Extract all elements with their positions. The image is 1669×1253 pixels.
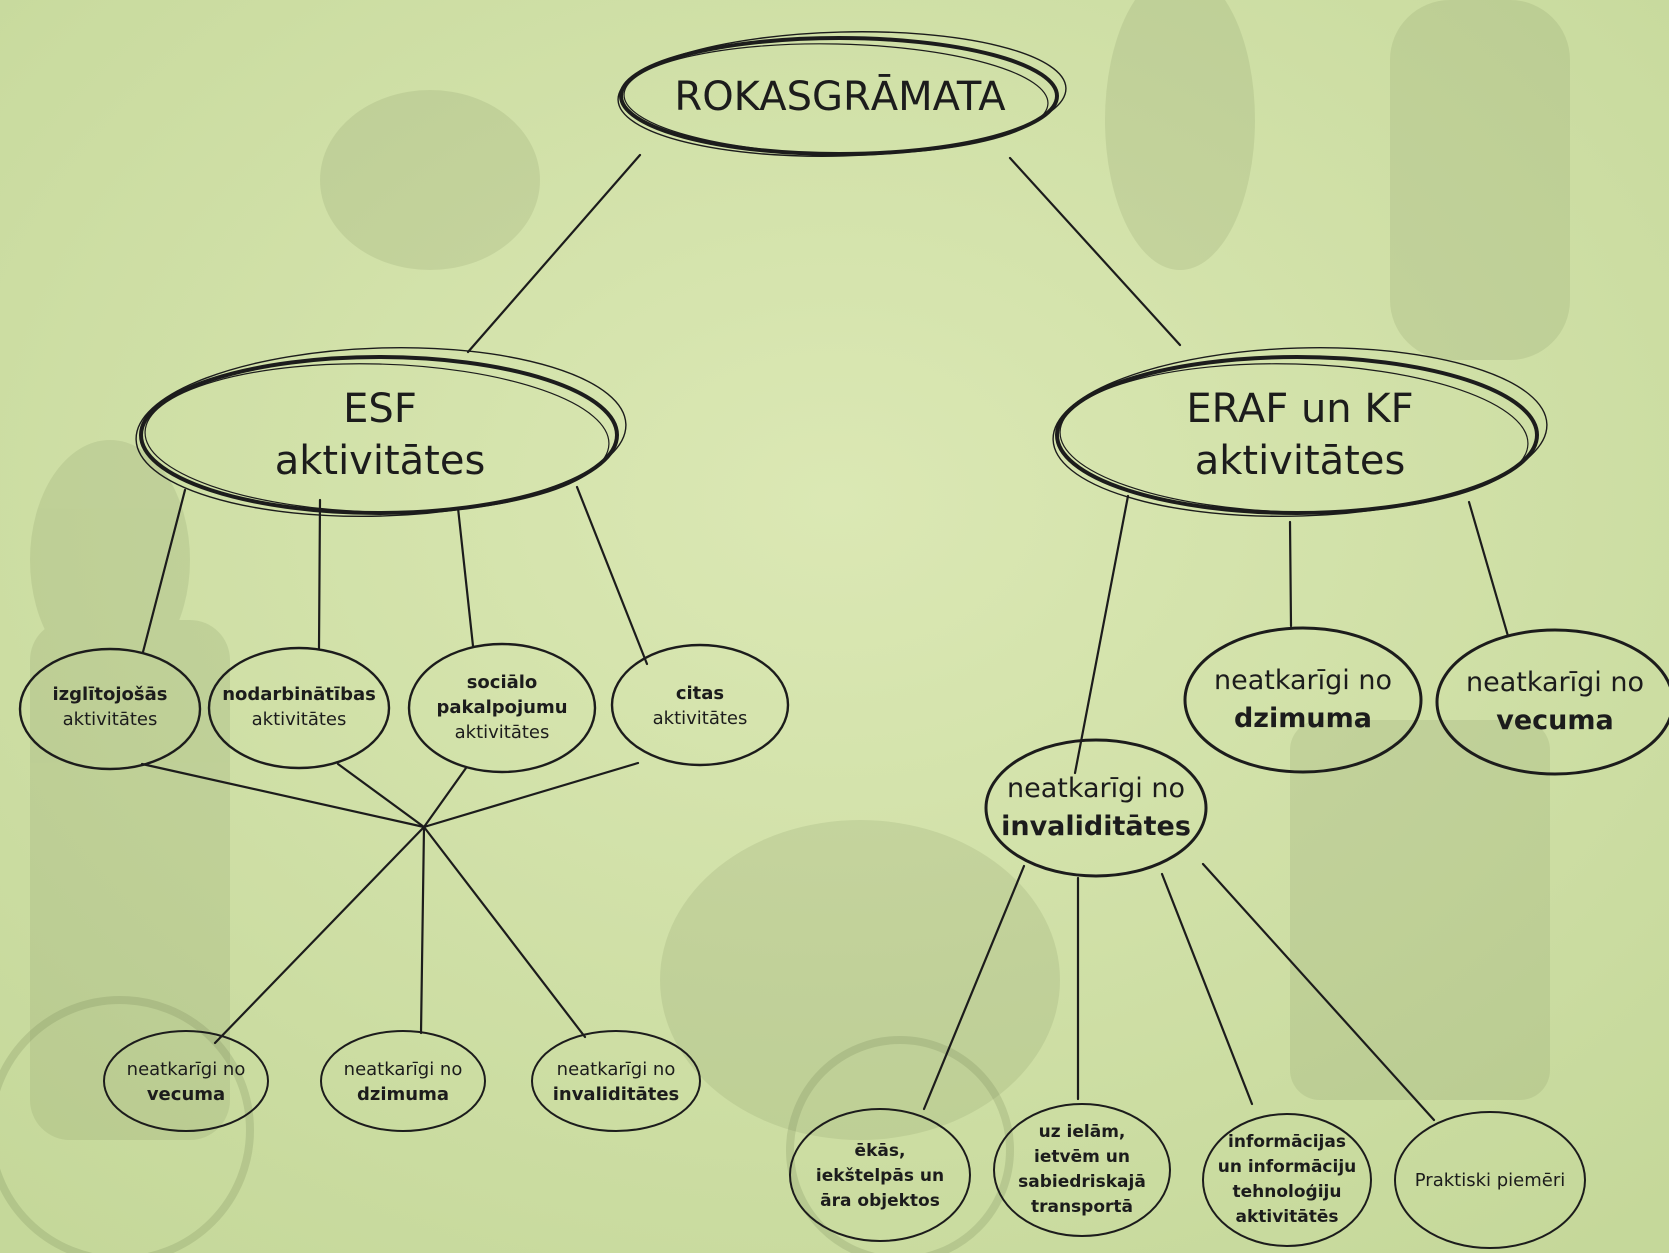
independent-normal: neatkarīgi no	[1465, 667, 1645, 698]
area-line: un informāciju	[1217, 1157, 1357, 1177]
eraf-independent-outline	[1183, 626, 1423, 774]
activity-bold: citas	[675, 683, 725, 704]
independent-bold: invaliditātes	[1001, 811, 1191, 842]
eraf-outline	[1052, 346, 1548, 518]
eraf-area-streets: uz ielām, ietvēm un sabiedriskajā transp…	[1002, 1118, 1162, 1222]
eraf-independent-gender: neatkarīgi no dzimuma	[1190, 660, 1416, 740]
independent-normal: neatkarīgi no	[1213, 665, 1393, 696]
esf-independent-age: neatkarīgi no vecuma	[114, 1054, 258, 1110]
root-node: ROKASGRĀMATA	[640, 66, 1040, 128]
eraf-area-ict: informācijas un informāciju tehnoloģiju …	[1205, 1128, 1369, 1232]
activity-bold: pakalpojumu	[436, 696, 568, 718]
eraf-area-outline	[1394, 1111, 1586, 1249]
eraf-area-outline	[789, 1108, 971, 1242]
area-line: Praktiski piemēri	[1414, 1169, 1566, 1191]
eraf-area-buildings: ēkās, iekštelpās un āra objektos	[800, 1134, 960, 1218]
area-line: āra objektos	[820, 1190, 940, 1211]
area-line: ēkās,	[854, 1140, 906, 1161]
esf-line2: aktivitātes	[274, 438, 486, 484]
esf-activity-outline	[610, 643, 790, 767]
eraf-area-outline	[1202, 1113, 1372, 1247]
esf-independent-outline	[320, 1030, 486, 1132]
esf-activity-outline	[18, 647, 202, 771]
esf-independent-disability: neatkarīgi no invaliditātes	[540, 1054, 692, 1110]
eraf-independent-outline	[1435, 628, 1669, 776]
eraf-node: ERAF un KF aktivitātes	[1110, 380, 1490, 490]
independent-normal: neatkarīgi no	[1006, 773, 1186, 804]
area-line: informācijas	[1228, 1132, 1346, 1152]
area-line: tehnoloģiju	[1232, 1182, 1342, 1202]
area-line: iekštelpās un	[815, 1165, 945, 1186]
area-line: sabiedriskajā	[1018, 1172, 1146, 1192]
independent-bold: dzimuma	[1233, 703, 1372, 734]
eraf-area-outline	[993, 1103, 1171, 1237]
esf-outline	[135, 346, 627, 518]
independent-normal: neatkarīgi no	[556, 1059, 676, 1080]
esf-activity-other: citas aktivitātes	[620, 676, 780, 736]
independent-bold: dzimuma	[356, 1084, 449, 1105]
eraf-independent-age: neatkarīgi no vecuma	[1442, 662, 1668, 742]
eraf-line2: aktivitātes	[1194, 438, 1406, 484]
activity-bold: izglītojošās	[52, 684, 168, 705]
eraf-line1: ERAF un KF	[1186, 386, 1414, 432]
activity-normal: aktivitātes	[454, 721, 550, 743]
root-label: ROKASGRĀMATA	[674, 74, 1006, 120]
independent-bold: vecuma	[146, 1084, 226, 1105]
independent-bold: vecuma	[1496, 705, 1614, 736]
area-line: uz ielām,	[1038, 1122, 1126, 1142]
activity-bold: nodarbinātības	[222, 684, 376, 705]
activity-normal: aktivitātes	[251, 709, 347, 730]
background-photo-shapes	[30, 0, 1570, 1140]
connector-lines	[140, 153, 1510, 1122]
independent-normal: neatkarīgi no	[343, 1059, 463, 1080]
activity-normal: aktivitātes	[652, 708, 748, 729]
esf-activity-education: izglītojošās aktivitātes	[30, 674, 190, 740]
background-wheel	[0, 996, 1014, 1253]
activity-bold: sociālo	[466, 671, 538, 693]
eraf-independent-outline	[984, 738, 1208, 878]
area-line: aktivitātēs	[1235, 1207, 1339, 1227]
independent-normal: neatkarīgi no	[126, 1059, 246, 1080]
esf-independent-gender: neatkarīgi no dzimuma	[331, 1054, 475, 1110]
eraf-independent-disability: neatkarīgi no invaliditātes	[986, 768, 1206, 848]
root-outline	[617, 31, 1067, 157]
esf-node: ESF aktivitātes	[200, 380, 560, 490]
area-line: transportā	[1030, 1197, 1134, 1217]
esf-activity-social: sociālo pakalpojumu aktivitātes	[422, 664, 582, 750]
esf-activity-employment: nodarbinātības aktivitātes	[214, 674, 384, 740]
activity-normal: aktivitātes	[62, 709, 158, 730]
node-outlines	[18, 31, 1669, 1249]
esf-independent-outline	[531, 1030, 701, 1132]
area-line: ietvēm un	[1034, 1147, 1130, 1167]
eraf-area-examples: Praktiski piemēri	[1400, 1164, 1580, 1196]
esf-activity-outline	[407, 642, 597, 774]
independent-bold: invaliditātes	[552, 1084, 680, 1105]
esf-activity-outline	[207, 646, 391, 770]
esf-line1: ESF	[343, 386, 417, 432]
esf-independent-outline	[103, 1030, 269, 1132]
